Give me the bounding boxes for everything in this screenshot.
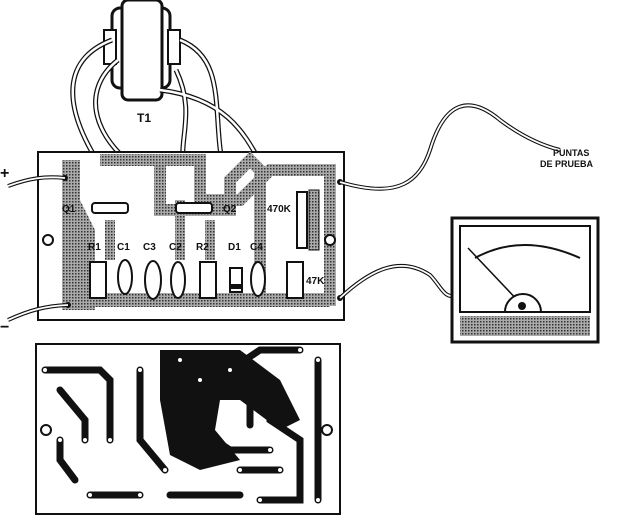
label-probes-2: DE PRUEBA (540, 159, 594, 169)
label-minus: − (0, 319, 9, 336)
component-board (37, 151, 345, 321)
label-q1: Q1 (62, 204, 76, 215)
label-probes-1: PUNTAS (553, 148, 589, 158)
label-plus: + (0, 165, 9, 182)
label-q2: Q2 (223, 204, 237, 215)
label-c2: C2 (169, 242, 182, 253)
label-470k: 470K (267, 204, 292, 215)
label-c4: C4 (250, 242, 263, 253)
label-47k: 47K (306, 276, 325, 287)
label-r2: R2 (196, 242, 209, 253)
label-d1: D1 (228, 242, 241, 253)
pcb-copper-side (35, 343, 341, 515)
transformer-t1 (103, 0, 181, 102)
label-r1: R1 (88, 242, 101, 253)
label-c1: C1 (117, 242, 130, 253)
label-c3: C3 (143, 242, 156, 253)
label-t1: T1 (137, 111, 151, 125)
analog-meter (450, 216, 600, 344)
